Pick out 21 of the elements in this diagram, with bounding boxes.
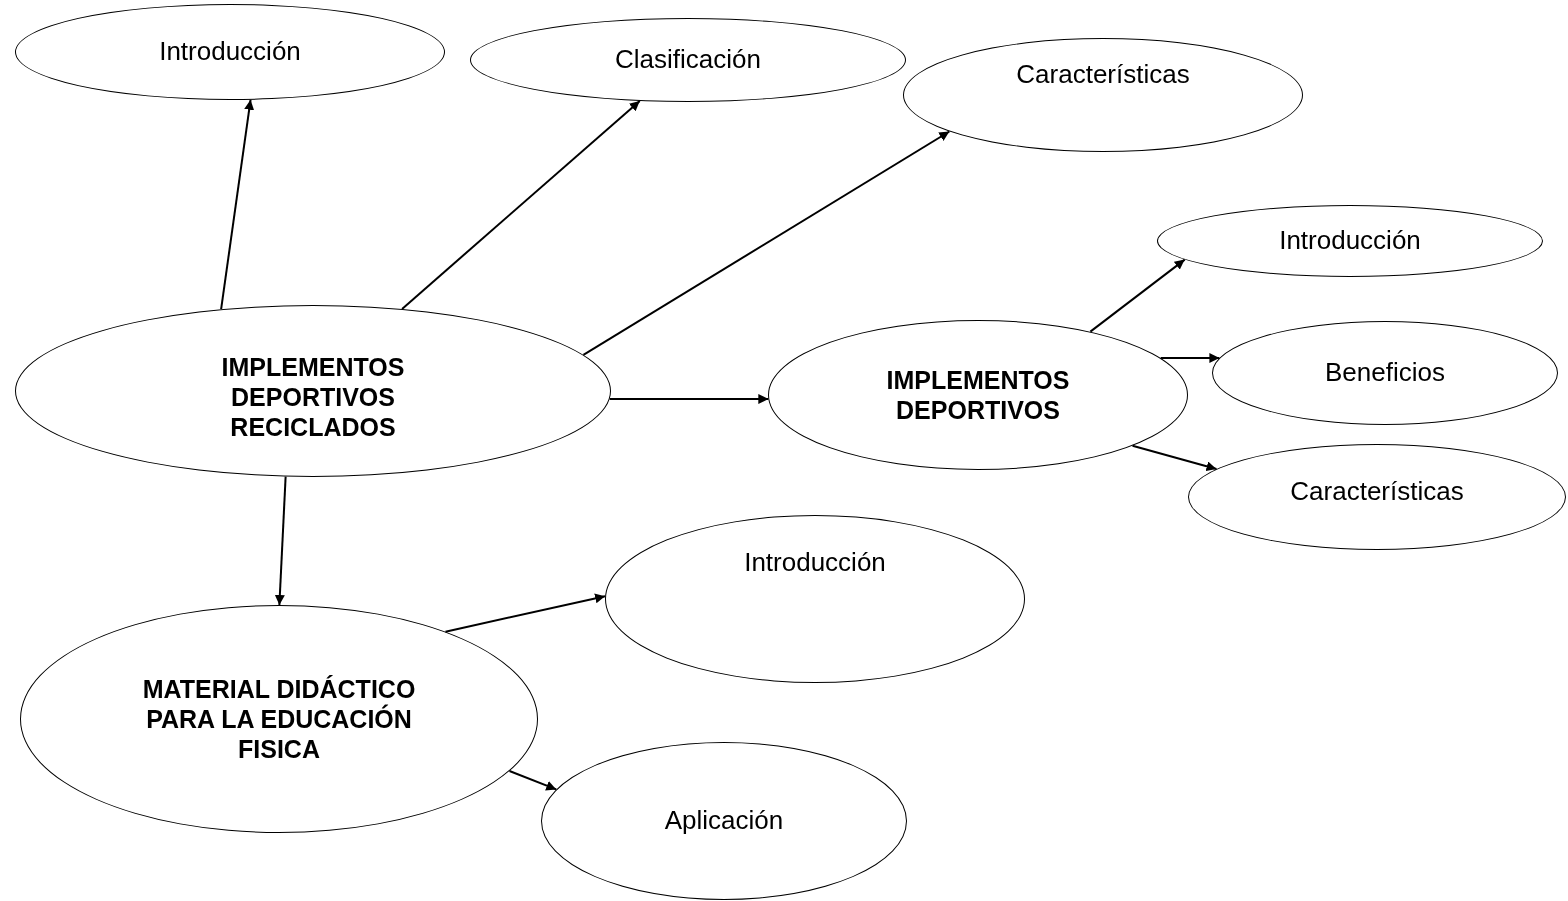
node-label: MATERIAL DIDÁCTICO PARA LA EDUCACIÓN FISICA — [141, 674, 417, 764]
arrow — [444, 593, 607, 633]
arrow — [1159, 353, 1221, 363]
node-label: Características — [1290, 476, 1464, 508]
node-label: Clasificación — [615, 44, 761, 76]
arrow — [582, 130, 951, 356]
node-label: Aplicación — [664, 805, 784, 837]
arrow — [220, 98, 255, 311]
arrow — [274, 475, 287, 606]
arrow — [508, 770, 558, 791]
node-label: Características — [1016, 59, 1190, 91]
node-label: IMPLEMENTOS DEPORTIVOS RECICLADOS — [220, 352, 406, 442]
node-label: Introducción — [744, 547, 886, 579]
node-label: Beneficios — [1325, 357, 1445, 389]
node-label: Introducción — [1279, 225, 1421, 257]
arrow — [401, 99, 641, 310]
node-label: IMPLEMENTOS DEPORTIVOS — [885, 365, 1071, 425]
node-label: Introducción — [159, 36, 301, 68]
arrow — [608, 394, 770, 404]
arrow — [1131, 444, 1218, 472]
arrow — [1089, 258, 1186, 333]
